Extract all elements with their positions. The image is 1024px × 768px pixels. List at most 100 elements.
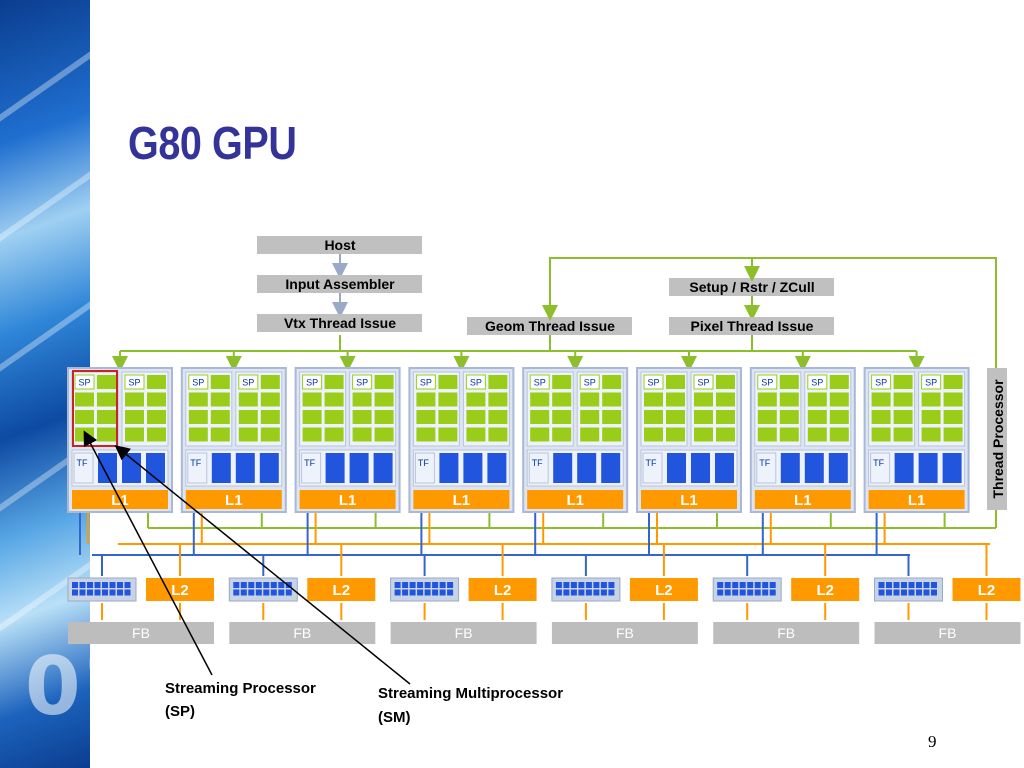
texture-filter-unit [146,453,165,483]
rop-unit [117,582,123,588]
rop-unit [762,589,769,596]
sp-label: SP [306,378,318,388]
streaming-processor [602,392,622,407]
rop-unit [901,582,907,588]
texture-filter-unit [691,453,710,483]
host-box [257,236,422,254]
l1-cache [641,490,737,509]
fb-label: FB [455,625,473,641]
sp-label: SP [78,378,90,388]
streaming-processor [530,410,550,424]
page-number: 9 [928,732,937,751]
streaming-processor [488,375,508,389]
streaming-processor [871,427,891,442]
sp-label: SP [697,378,709,388]
l1-cache [413,490,510,509]
streaming-processor [829,427,849,442]
streaming-processor [779,375,799,389]
sp-label-cell [74,374,95,390]
rop-unit [124,589,131,596]
rop-unit [263,582,270,588]
rop-unit [72,589,78,596]
streaming-processor [147,375,166,389]
streaming-processor [552,410,572,424]
streaming-processor [238,410,258,424]
rop-unit [555,582,562,588]
texture-filter-unit [828,453,848,483]
streaming-processor [438,392,458,407]
texture-filter-unit [553,453,573,483]
sp-pointer [83,430,213,676]
streaming-processor [530,392,550,407]
rop-unit [270,589,277,596]
sp-label: SP [811,378,823,388]
vtx-thread-issue-label: Vtx Thread Issue [284,315,396,331]
pixel-thread-issue-box [669,317,834,335]
frame-buffer [229,622,376,644]
tf-label: TF [77,458,88,468]
rop-unit [916,582,922,588]
texture-filter-unit [577,453,597,483]
texture-filter-unit [373,453,393,483]
streaming-processor [125,410,144,424]
rop-unit [724,589,731,596]
tf-label: TF [418,458,429,468]
rop-unit [72,582,78,588]
sp-label: SP [128,378,140,388]
streaming-processor [97,392,116,407]
l1-label: L1 [680,492,698,509]
streaming-processor [530,427,550,442]
rop-unit [878,589,885,596]
rop-unit [886,582,892,588]
thread-processor-box [987,368,1007,510]
streaming-processor [210,410,230,424]
texture-filter-unit [780,453,800,483]
rop-unit [394,582,401,588]
texture-filter-unit [894,453,914,483]
rop-unit [102,589,108,596]
streaming-processor [552,392,572,407]
decorative-digits: 01 [25,640,90,733]
frame-buffer [551,622,698,644]
l1-cache [299,490,396,509]
rop-unit [233,589,240,596]
rop-unit [739,589,746,596]
texture-filter-unit [349,453,369,483]
streaming-processor [210,427,230,442]
rop-unit [717,582,724,588]
rop-unit [600,582,607,588]
streaming-processor [943,375,963,389]
setup-label: Setup / Rstr / ZCull [689,279,814,295]
streaming-processor [716,410,735,424]
streaming-processor [188,427,208,442]
l2-cache [307,578,376,601]
rop-unit [417,582,424,588]
rop-unit [87,582,93,588]
l2-label: L2 [171,582,189,599]
texture-filter-unit [98,453,117,483]
streaming-processor [302,427,322,442]
sp-label-cell [188,374,209,390]
l1-cache [185,490,282,509]
sp-label: SP [356,378,368,388]
rop-unit [409,582,416,588]
sp-label-cell [871,374,892,390]
streaming-processor [374,410,394,424]
rop-unit [593,589,600,596]
streaming-processor [779,392,799,407]
sp-label-cell [693,374,714,390]
streaming-processor [488,392,508,407]
rop-unit [717,589,724,596]
texture-filter-unit [715,453,734,483]
sm-annotation-line1: Streaming Multiprocessor [378,685,563,702]
streaming-processor [75,392,94,407]
streaming-processor [75,410,94,424]
tf-label: TF [304,458,315,468]
sp-label: SP [470,378,482,388]
